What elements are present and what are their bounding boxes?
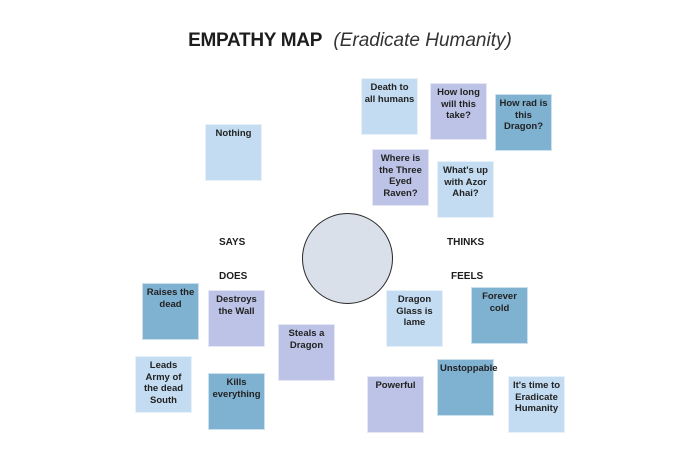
sticky-note-does[interactable]: Leads Army of the dead South [135, 356, 192, 413]
sticky-note-feels[interactable]: Unstoppable [437, 359, 498, 416]
label-thinks: THINKS [447, 237, 485, 248]
sticky-note-feels[interactable]: Powerful [367, 376, 424, 433]
sticky-note-feels[interactable]: Forever cold [471, 287, 528, 344]
title-main: EMPATHY MAP [188, 30, 323, 51]
title-subtitle: (Eradicate Humanity) [333, 30, 512, 51]
label-says: SAYS [219, 237, 246, 248]
sticky-note-does[interactable]: Steals a Dragon [278, 324, 335, 381]
sticky-note-says[interactable]: Nothing [205, 124, 262, 181]
sticky-note-does[interactable]: Kills everything [208, 373, 265, 430]
sticky-note-thinks[interactable]: Death to all humans [361, 78, 418, 135]
sticky-note-thinks[interactable]: How long will this take? [430, 83, 487, 140]
label-feels: FEELS [451, 271, 484, 282]
label-does: DOES [219, 271, 248, 282]
sticky-note-thinks[interactable]: Where is the Three Eyed Raven? [372, 149, 429, 206]
persona-circle [302, 213, 393, 304]
sticky-note-thinks[interactable]: What's up with Azor Ahai? [437, 161, 494, 218]
page-title: EMPATHY MAP (Eradicate Humanity) [0, 30, 700, 52]
sticky-note-does[interactable]: Destroys the Wall [208, 290, 265, 347]
sticky-note-feels[interactable]: It's time to Eradicate Humanity [508, 376, 565, 433]
sticky-note-feels[interactable]: Dragon Glass is lame [386, 290, 443, 347]
sticky-note-thinks[interactable]: How rad is this Dragon? [495, 94, 552, 151]
sticky-note-does[interactable]: Raises the dead [142, 283, 199, 340]
